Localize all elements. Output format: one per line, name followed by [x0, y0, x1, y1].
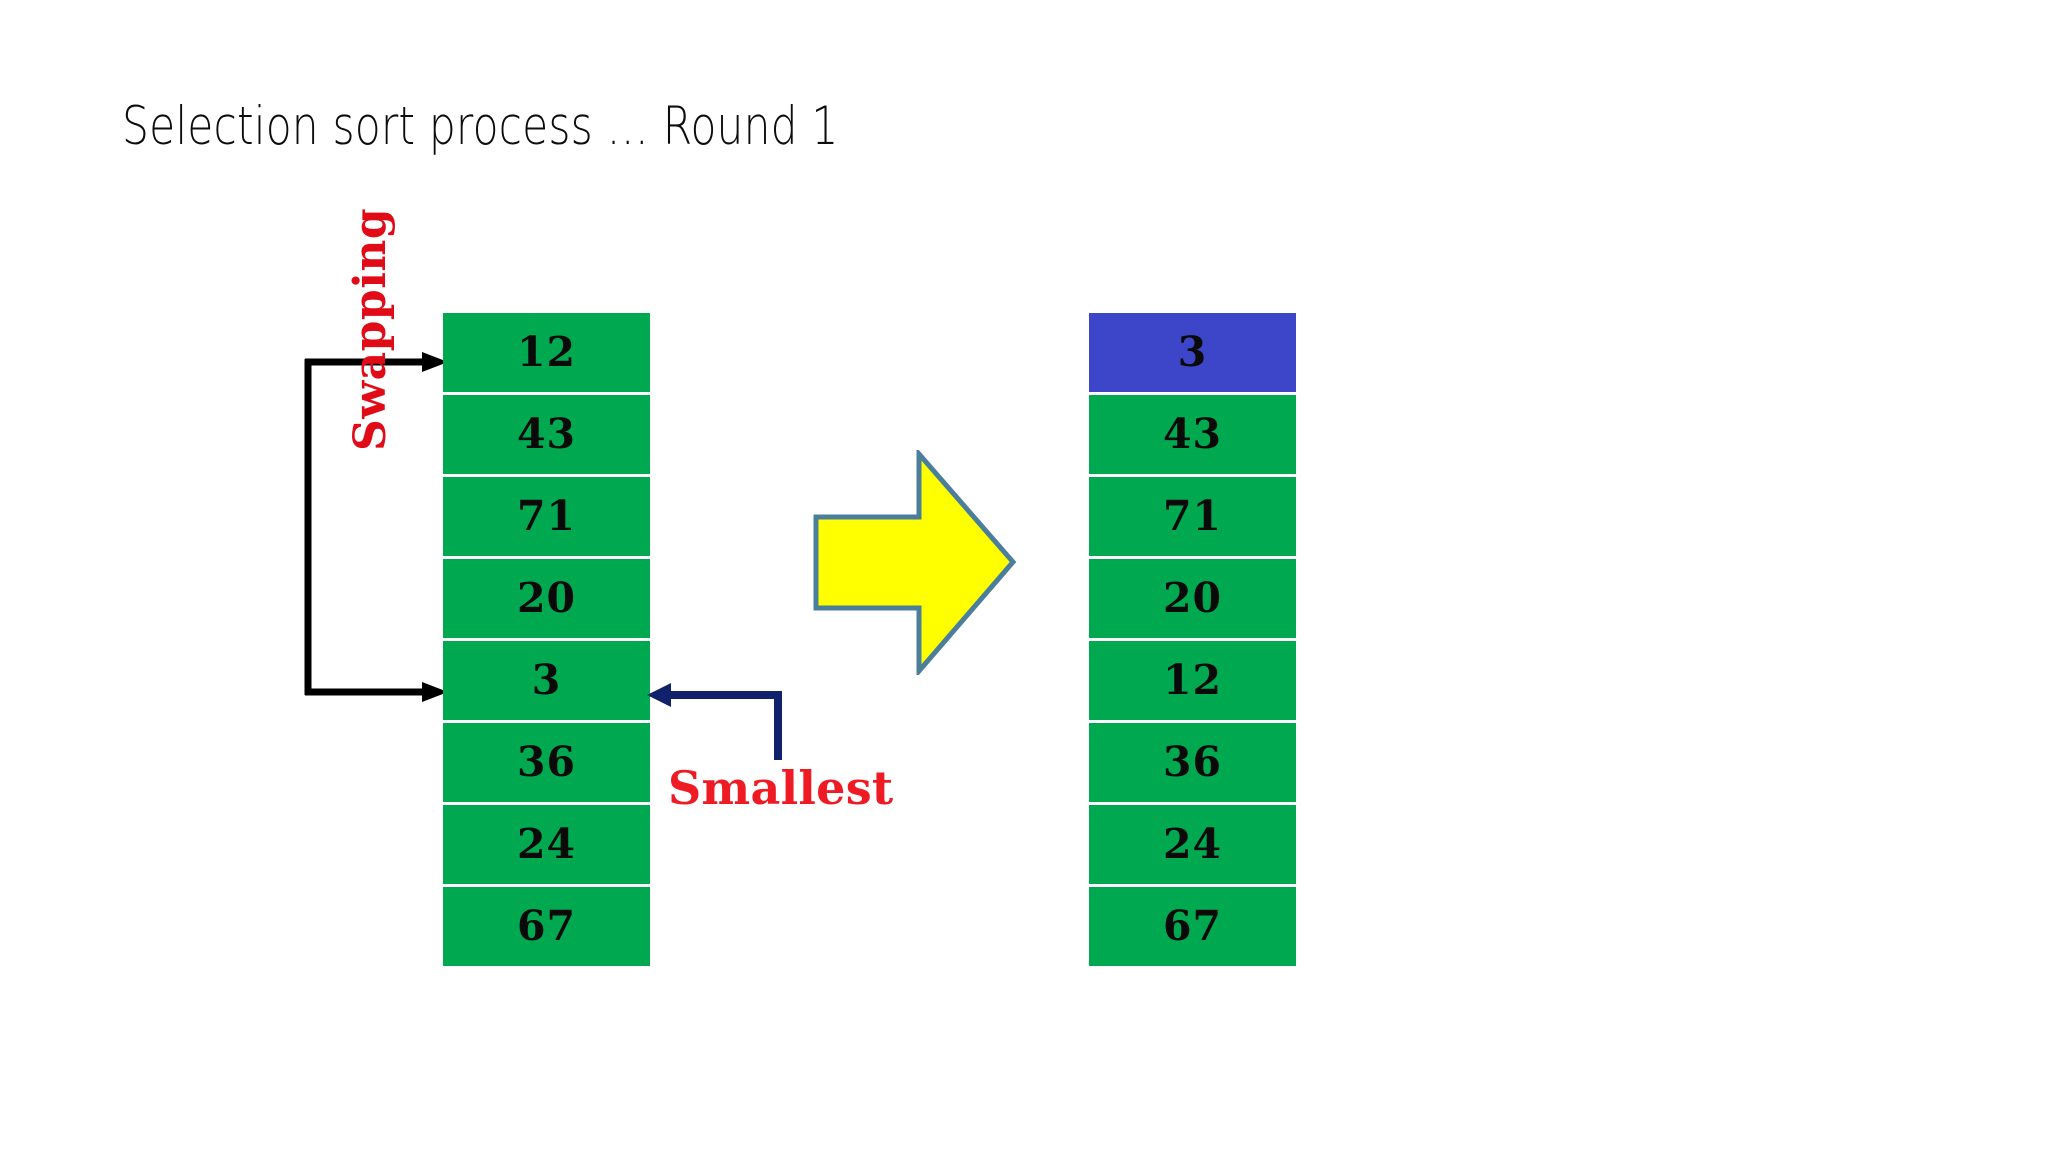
array-before-swap: 12 43 71 20 3 36 24 67: [443, 313, 650, 966]
array-cell: 24: [443, 805, 650, 884]
array-cell-value: 12: [516, 328, 577, 376]
page-title: Selection sort process … Round 1: [122, 96, 839, 157]
array-cell: 71: [1089, 477, 1296, 556]
array-cell-value: 3: [1177, 328, 1208, 376]
array-cell: 20: [443, 559, 650, 638]
array-cell: 67: [1089, 887, 1296, 966]
array-cell-value: 24: [1162, 820, 1223, 868]
array-cell: 71: [443, 477, 650, 556]
swapping-label-text: Swapping: [345, 207, 396, 451]
array-cell-highlighted: 3: [1089, 313, 1296, 392]
smallest-annotation-text: Smallest: [668, 761, 894, 815]
array-cell-value: 3: [531, 656, 562, 704]
array-cell-value: 67: [516, 902, 577, 950]
array-cell: 3: [443, 641, 650, 720]
array-cell: 36: [1089, 723, 1296, 802]
block-arrow-right-icon: [812, 450, 1017, 675]
array-cell: 43: [443, 395, 650, 474]
array-cell-value: 12: [1162, 656, 1223, 704]
array-cell: 67: [443, 887, 650, 966]
swapping-bracket-icon: [300, 352, 450, 702]
swapping-annotation: Swapping: [343, 191, 399, 451]
array-cell-value: 36: [516, 738, 577, 786]
array-after-swap: 3 43 71 20 12 36 24 67: [1089, 313, 1296, 966]
elbow-arrow-left-icon: [645, 680, 795, 770]
array-cell-value: 43: [1162, 410, 1223, 458]
array-cell: 43: [1089, 395, 1296, 474]
array-cell-value: 24: [516, 820, 577, 868]
array-cell: 24: [1089, 805, 1296, 884]
array-cell-value: 43: [516, 410, 577, 458]
array-cell-value: 67: [1162, 902, 1223, 950]
array-cell-value: 20: [1162, 574, 1223, 622]
array-cell-value: 71: [1162, 492, 1223, 540]
array-cell: 12: [1089, 641, 1296, 720]
array-cell: 12: [443, 313, 650, 392]
array-cell-value: 36: [1162, 738, 1223, 786]
array-cell: 20: [1089, 559, 1296, 638]
array-cell: 36: [443, 723, 650, 802]
array-cell-value: 71: [516, 492, 577, 540]
array-cell-value: 20: [516, 574, 577, 622]
